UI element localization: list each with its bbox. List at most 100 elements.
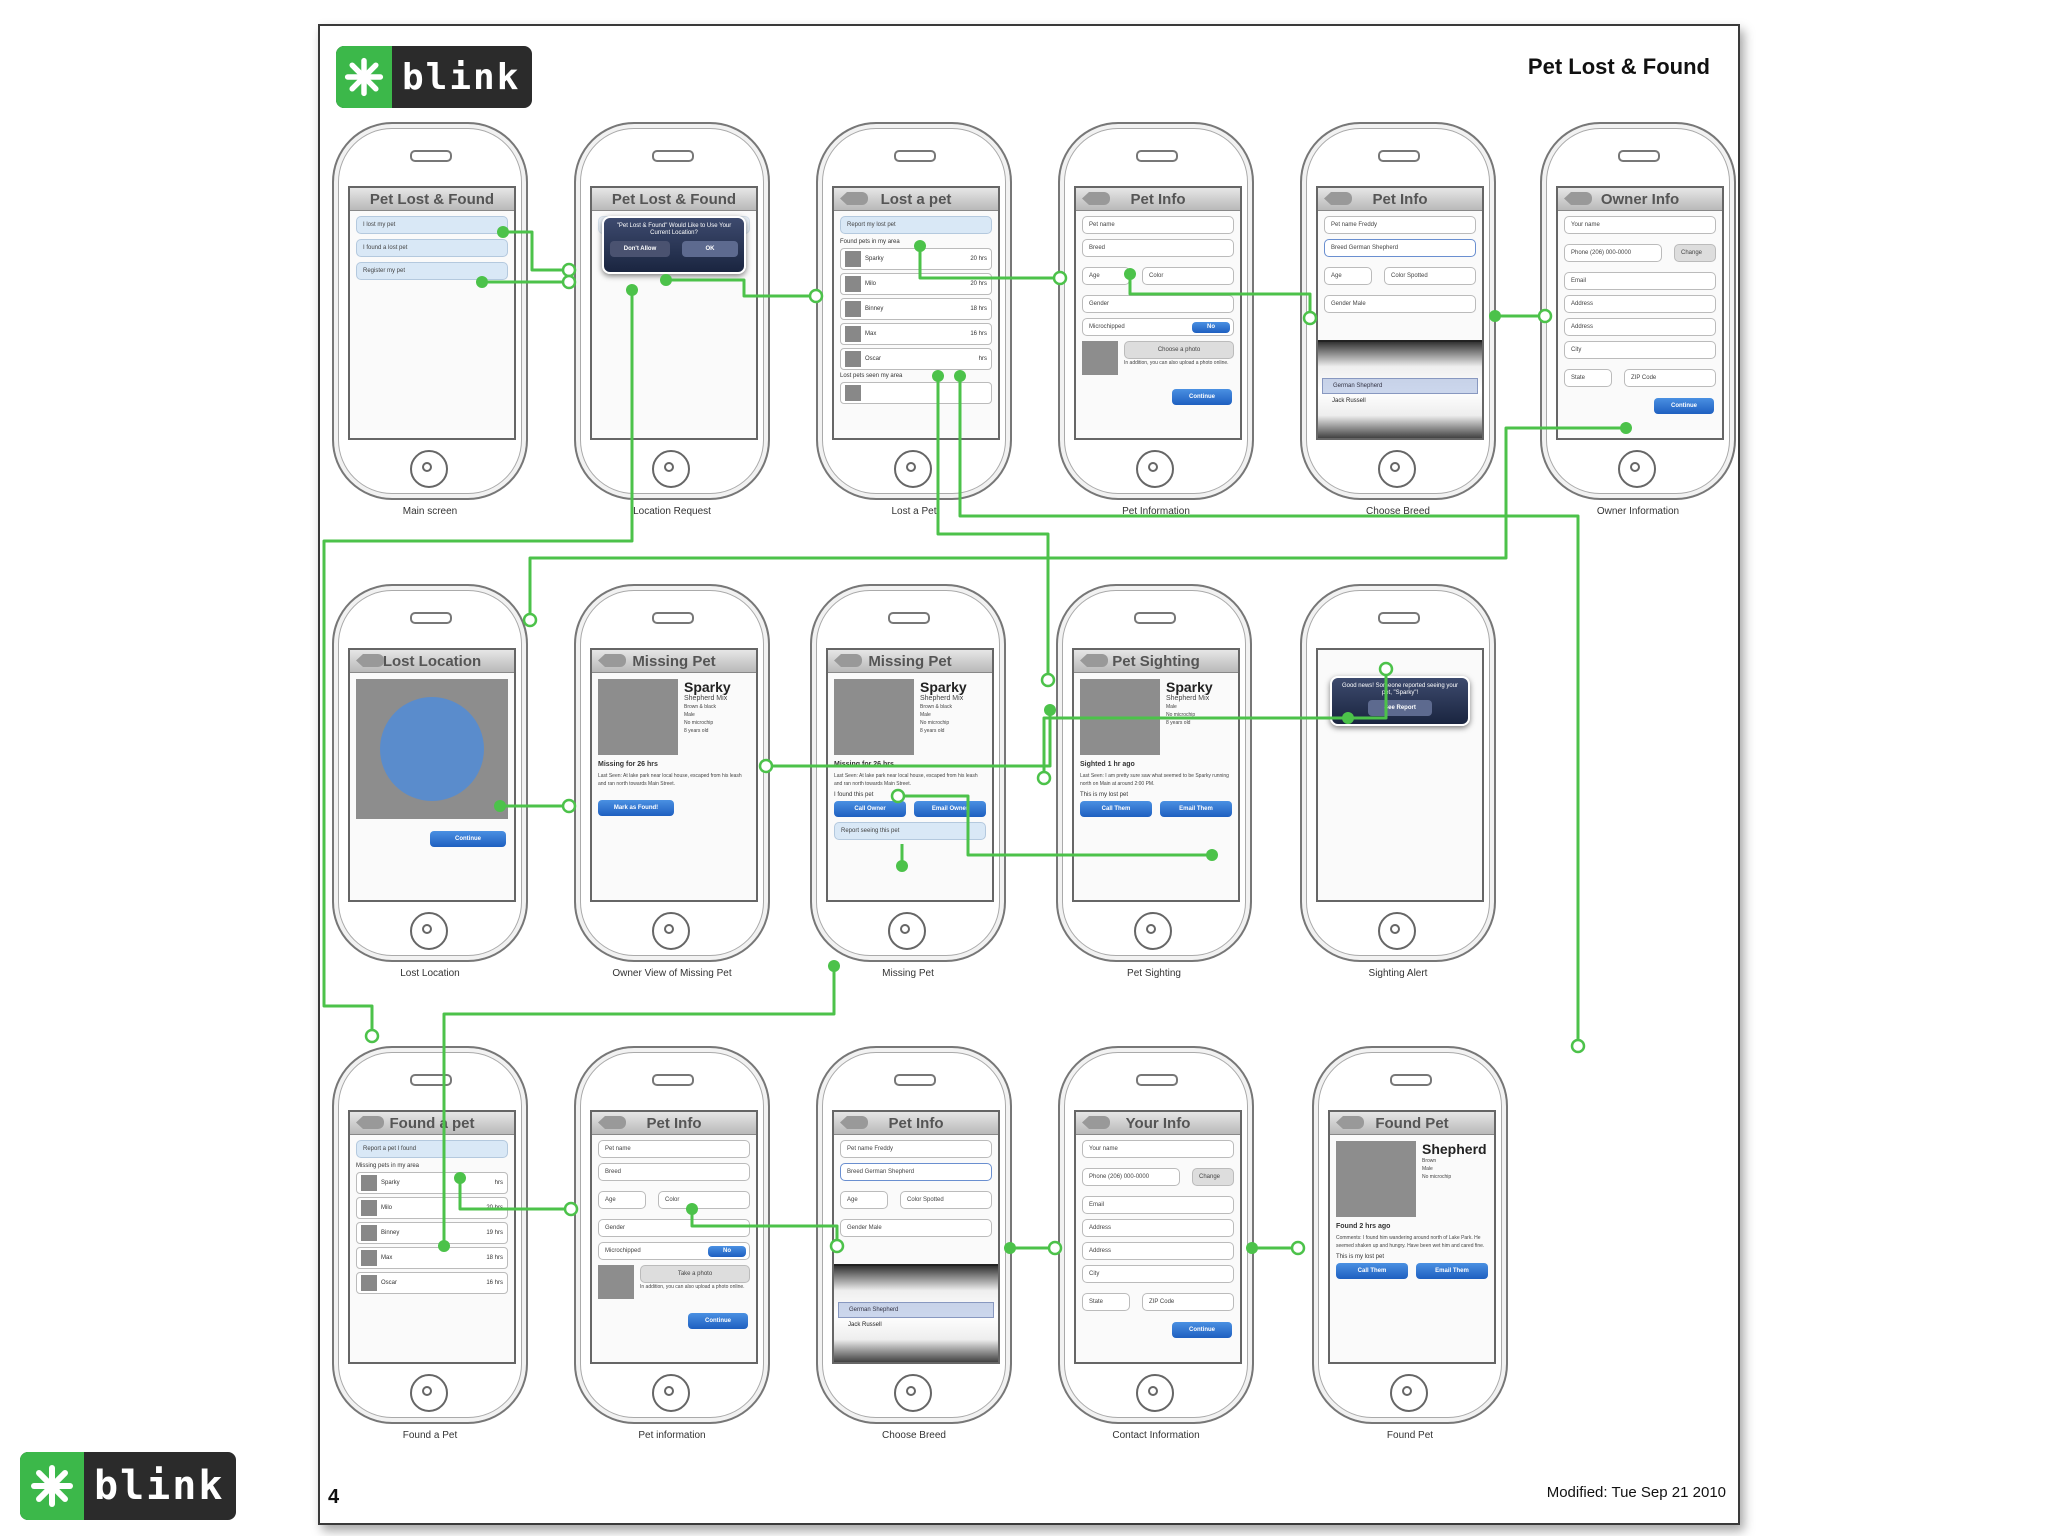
home-button[interactable] — [1378, 912, 1416, 950]
picker-item[interactable]: Jack Russell — [848, 1322, 882, 1328]
home-button[interactable] — [1390, 1374, 1428, 1412]
breed-picker[interactable]: German Shepherd Jack Russell — [1318, 340, 1482, 438]
see-report-button[interactable]: See Report — [1368, 700, 1432, 716]
address-field[interactable]: Address — [1564, 295, 1716, 313]
breed-field[interactable]: Breed — [598, 1163, 750, 1181]
address-field-2[interactable]: Address — [1082, 1242, 1234, 1260]
back-icon[interactable] — [840, 1116, 868, 1129]
back-icon[interactable] — [598, 654, 626, 667]
picker-selected[interactable]: German Shepherd — [1322, 378, 1478, 394]
menu-item-register[interactable]: Register my pet — [356, 262, 508, 280]
back-icon[interactable] — [1564, 192, 1592, 205]
call-them-button[interactable]: Call Them — [1336, 1263, 1408, 1279]
pet-name-field[interactable]: Pet name Freddy — [840, 1140, 992, 1158]
breed-field[interactable]: Breed German Shepherd — [840, 1163, 992, 1181]
back-icon[interactable] — [356, 654, 384, 667]
continue-button[interactable]: Continue — [1654, 398, 1714, 414]
back-icon[interactable] — [1082, 1116, 1110, 1129]
picker-item[interactable]: Jack Russell — [1332, 398, 1366, 404]
color-field[interactable]: Color — [658, 1191, 750, 1209]
email-them-button[interactable]: Email Them — [1416, 1263, 1488, 1279]
gender-field[interactable]: Gender Male — [1324, 295, 1476, 313]
breed-field[interactable]: Breed — [1082, 239, 1234, 257]
continue-button[interactable]: Continue — [1172, 389, 1232, 405]
home-button[interactable] — [652, 1374, 690, 1412]
zip-field[interactable]: ZIP Code — [1142, 1293, 1234, 1311]
home-button[interactable] — [1136, 450, 1174, 488]
pet-name-field[interactable]: Pet name Freddy — [1324, 216, 1476, 234]
address-field-2[interactable]: Address — [1564, 318, 1716, 336]
home-button[interactable] — [652, 912, 690, 950]
home-button[interactable] — [894, 1374, 932, 1412]
location-radius[interactable] — [380, 697, 484, 801]
call-owner-button[interactable]: Call Owner — [834, 801, 906, 817]
report-seeing-row[interactable]: Report seeing this pet — [834, 822, 986, 840]
back-icon[interactable] — [834, 654, 862, 667]
name-field[interactable]: Your name — [1564, 216, 1716, 234]
back-icon[interactable] — [598, 1116, 626, 1129]
name-field[interactable]: Your name — [1082, 1140, 1234, 1158]
pet-name-field[interactable]: Pet name — [598, 1140, 750, 1158]
color-field[interactable]: Color — [1142, 267, 1234, 285]
zip-field[interactable]: ZIP Code — [1624, 369, 1716, 387]
gender-field[interactable]: Gender Male — [840, 1219, 992, 1237]
phone-field[interactable]: Phone (206) 000-0000 — [1564, 244, 1662, 262]
back-icon[interactable] — [840, 192, 868, 205]
home-button[interactable] — [894, 450, 932, 488]
microchip-toggle[interactable]: No — [708, 1245, 746, 1257]
home-button[interactable] — [410, 912, 448, 950]
age-field[interactable]: Age — [598, 1191, 646, 1209]
address-field[interactable]: Address — [1082, 1219, 1234, 1237]
map-view[interactable] — [356, 679, 508, 819]
change-button[interactable]: Change — [1674, 244, 1716, 262]
report-found-row[interactable]: Report a pet I found — [356, 1140, 508, 1158]
color-field[interactable]: Color Spotted — [900, 1191, 992, 1209]
home-button[interactable] — [1618, 450, 1656, 488]
color-field[interactable]: Color Spotted — [1384, 267, 1476, 285]
continue-button[interactable]: Continue — [1172, 1322, 1232, 1338]
back-icon[interactable] — [1336, 1116, 1364, 1129]
menu-item-lost[interactable]: I lost my pet — [356, 216, 508, 234]
age-field[interactable]: Age — [1324, 267, 1372, 285]
continue-button[interactable]: Continue — [688, 1313, 748, 1329]
email-them-button[interactable]: Email Them — [1160, 801, 1232, 817]
list-item[interactable] — [840, 382, 992, 404]
back-icon[interactable] — [1080, 654, 1108, 667]
menu-item-found[interactable]: I found a lost pet — [356, 239, 508, 257]
state-field[interactable]: State — [1082, 1293, 1130, 1311]
email-field[interactable]: Email — [1564, 272, 1716, 290]
gender-field[interactable]: Gender — [598, 1219, 750, 1237]
back-icon[interactable] — [1324, 192, 1352, 205]
back-icon[interactable] — [1082, 192, 1110, 205]
home-button[interactable] — [652, 450, 690, 488]
dont-allow-button[interactable]: Don't Allow — [610, 241, 670, 257]
pet-name-field[interactable]: Pet name — [1082, 216, 1234, 234]
microchip-toggle[interactable]: No — [1192, 321, 1230, 333]
home-button[interactable] — [410, 450, 448, 488]
back-icon[interactable] — [356, 1116, 384, 1129]
choose-photo-button[interactable]: Choose a photo — [1124, 341, 1234, 359]
email-field[interactable]: Email — [1082, 1196, 1234, 1214]
home-button[interactable] — [410, 1374, 448, 1412]
picker-selected[interactable]: German Shepherd — [838, 1302, 994, 1318]
mark-found-button[interactable]: Mark as Found! — [598, 800, 674, 816]
take-photo-button[interactable]: Take a photo — [640, 1265, 750, 1283]
call-them-button[interactable]: Call Them — [1080, 801, 1152, 817]
continue-button[interactable]: Continue — [430, 831, 506, 847]
city-field[interactable]: City — [1564, 341, 1716, 359]
home-button[interactable] — [1134, 912, 1172, 950]
home-button[interactable] — [888, 912, 926, 950]
change-button[interactable]: Change — [1192, 1168, 1234, 1186]
home-button[interactable] — [1136, 1374, 1174, 1412]
breed-field[interactable]: Breed German Shepherd — [1324, 239, 1476, 257]
ok-button[interactable]: OK — [682, 241, 738, 257]
home-button[interactable] — [1378, 450, 1416, 488]
report-lost-row[interactable]: Report my lost pet — [840, 216, 992, 234]
state-field[interactable]: State — [1564, 369, 1612, 387]
